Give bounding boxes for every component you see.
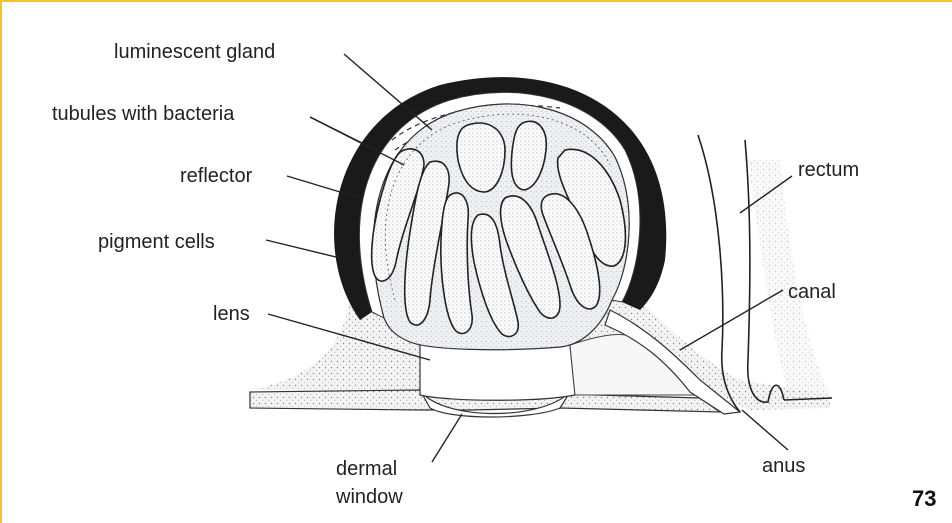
- label-pigment-cells: pigment cells: [98, 231, 215, 253]
- label-anus: anus: [762, 455, 805, 477]
- label-dermal: dermal: [336, 458, 397, 480]
- page-number: 73: [912, 486, 936, 511]
- label-canal: canal: [788, 281, 836, 303]
- leader-tubules-2: [310, 117, 372, 148]
- leader-pigment-cells: [266, 240, 340, 258]
- label-rectum: rectum: [798, 159, 859, 181]
- label-reflector: reflector: [180, 165, 253, 187]
- label-window: window: [335, 486, 403, 508]
- leader-dermal-window: [432, 414, 462, 462]
- label-tubules-with-bacteria: tubules with bacteria: [52, 103, 235, 125]
- label-luminescent-gland: luminescent gland: [114, 41, 275, 63]
- label-lens: lens: [213, 303, 250, 325]
- leader-canal: [680, 290, 783, 350]
- leader-anus: [742, 410, 788, 450]
